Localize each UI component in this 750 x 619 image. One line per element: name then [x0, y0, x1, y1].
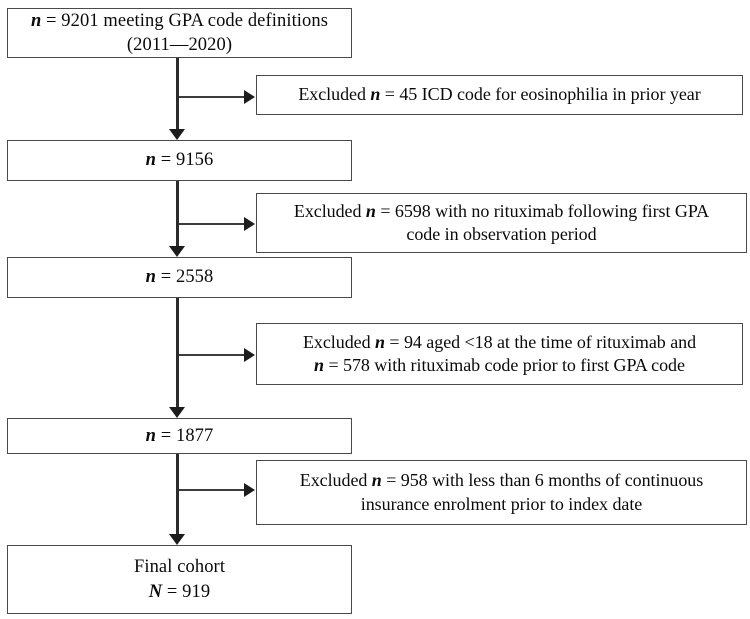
arrow-right-4 — [244, 483, 255, 497]
arrow-right-2 — [244, 217, 255, 231]
exclusion-box-age-and-prior-code: Excluded n = 94 aged <18 at the time of … — [256, 323, 743, 385]
arrow-down-3 — [169, 407, 185, 418]
arrow-down-2 — [169, 246, 185, 257]
exclusion-box-eosinophilia: Excluded n = 45 ICD code for eosinophili… — [256, 75, 743, 115]
connector-branch-2 — [179, 223, 245, 225]
exclusion-2-text: Excluded n = 6598 with no rituximab foll… — [293, 200, 710, 244]
exclusion-box-enrolment: Excluded n = 958 with less than 6 months… — [256, 460, 747, 525]
connector-stem-4 — [176, 454, 179, 534]
initial-cohort-box: n = 9201 meeting GPA code definitions(20… — [7, 8, 352, 58]
connector-branch-1 — [179, 96, 245, 98]
connector-stem-3 — [176, 298, 179, 407]
connector-stem-2 — [176, 181, 179, 246]
cohort-box-9156: n = 9156 — [7, 140, 352, 181]
connector-stem-1 — [176, 58, 179, 130]
arrow-down-1 — [169, 129, 185, 140]
cohort-1877-text: n = 1877 — [145, 425, 214, 446]
exclusion-4-text: Excluded n = 958 with less than 6 months… — [299, 470, 704, 514]
exclusion-box-no-rituximab: Excluded n = 6598 with no rituximab foll… — [256, 193, 747, 253]
cohort-box-2558: n = 2558 — [7, 257, 352, 298]
connector-branch-4 — [179, 489, 245, 491]
arrow-right-1 — [244, 90, 255, 104]
cohort-2558-text: n = 2558 — [145, 267, 214, 288]
cohort-9156-text: n = 9156 — [145, 150, 214, 171]
connector-branch-3 — [179, 354, 245, 356]
arrow-down-4 — [169, 534, 185, 545]
initial-cohort-text: n = 9201 meeting GPA code definitions(20… — [30, 10, 329, 55]
cohort-box-1877: n = 1877 — [7, 418, 352, 454]
exclusion-3-text: Excluded n = 94 aged <18 at the time of … — [302, 331, 697, 375]
exclusion-1-text: Excluded n = 45 ICD code for eosinophili… — [298, 84, 701, 105]
arrow-right-3 — [244, 348, 255, 362]
